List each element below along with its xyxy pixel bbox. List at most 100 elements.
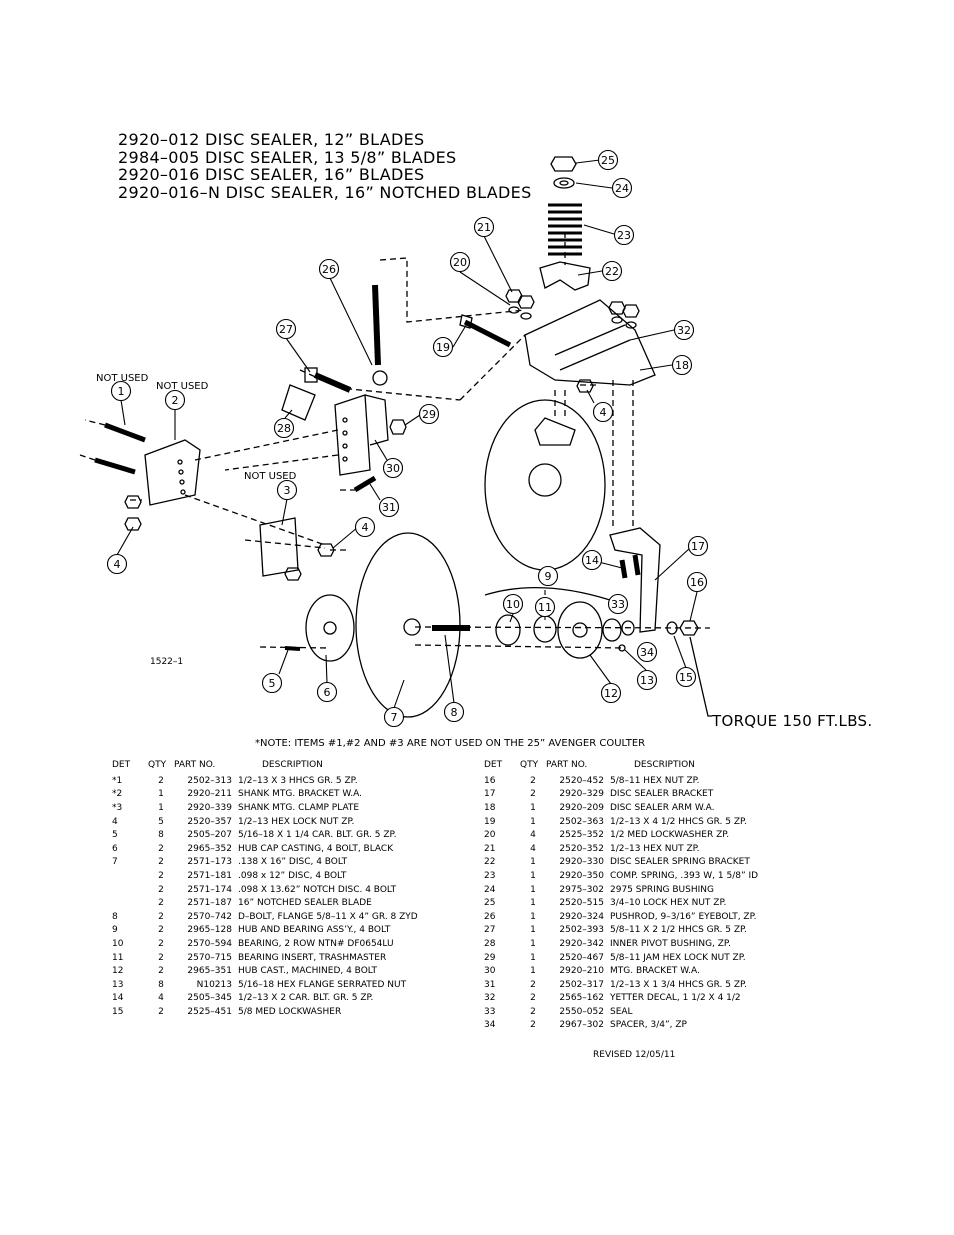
torque-spec: TORQUE 150 FT.LBS. xyxy=(712,712,873,730)
assembly-title: 2920–016–N DISC SEALER, 16” NOTCHED BLAD… xyxy=(118,182,532,202)
cell-description: D–BOLT, FLANGE 5/8–11 X 4” GR. 8 ZYD xyxy=(238,911,418,922)
cell-qty: 1 xyxy=(530,925,536,936)
callout-number: 3 xyxy=(284,484,291,497)
callout-balloon: 12 xyxy=(600,682,622,704)
callout-balloon: 26 xyxy=(318,258,340,280)
cell-qty: 4 xyxy=(530,830,536,841)
cell-part-no: 2520–467 xyxy=(559,952,604,963)
callout-number: 15 xyxy=(679,671,693,684)
cell-description: 1/2–13 HEX LOCK NUT ZP. xyxy=(238,816,355,827)
callout-number: 30 xyxy=(386,462,400,475)
cell-det: 31 xyxy=(484,979,496,990)
callout-number: 32 xyxy=(677,324,691,337)
callout-balloon: 25 xyxy=(597,149,619,171)
hub-casting xyxy=(557,601,603,659)
callout-number: 29 xyxy=(422,408,436,421)
callout-balloon: 17 xyxy=(687,535,709,557)
callout-number: 4 xyxy=(362,521,369,534)
lockwasher xyxy=(666,621,678,635)
cell-description: .138 X 16” DISC, 4 BOLT xyxy=(238,857,348,868)
callout-number: 1 xyxy=(118,385,125,398)
callout-balloon: 4 xyxy=(592,401,614,423)
callout-balloon: 11 xyxy=(534,596,556,618)
cell-description: PUSHROD, 9–3/16” EYEBOLT, ZP. xyxy=(610,911,757,922)
cell-det xyxy=(112,869,148,883)
cell-part-no: 2920–210 xyxy=(559,966,604,977)
cell-det: 28 xyxy=(484,938,496,949)
cell-det: 21 xyxy=(484,843,496,854)
drawing-number: 1522–1 xyxy=(150,657,184,667)
cell-det: 8 xyxy=(112,911,118,922)
header-description: DESCRIPTION xyxy=(262,760,323,770)
callout-number: 33 xyxy=(611,598,625,611)
cell-description: 5/8 MED LOCKWASHER xyxy=(238,1006,342,1017)
callout-balloon: 22 xyxy=(601,260,623,282)
cell-description: MTG. BRACKET W.A. xyxy=(610,966,700,977)
cell-det: 12 xyxy=(112,966,124,977)
cell-part-no: 2965–352 xyxy=(187,843,232,854)
callout-number: 12 xyxy=(604,687,618,700)
assembly-titles: 2920–012 DISC SEALER, 12” BLADES 2984–00… xyxy=(118,131,532,201)
header-description: DESCRIPTION xyxy=(634,760,695,770)
cell-part-no: 2965–351 xyxy=(187,966,232,977)
cell-det: 4 xyxy=(112,816,118,827)
cell-det: 20 xyxy=(484,830,496,841)
cell-part-no: 2920–342 xyxy=(559,938,604,949)
cell-part-no: 2920–324 xyxy=(559,911,604,922)
cell-det: 18 xyxy=(484,802,496,813)
cell-det: 15 xyxy=(112,1006,124,1017)
cell-qty: 2 xyxy=(530,1020,536,1031)
cell-qty: 1 xyxy=(158,789,164,800)
cell-qty: 2 xyxy=(158,952,164,963)
cell-part-no: 2505–345 xyxy=(187,993,232,1004)
cell-qty: 4 xyxy=(530,843,536,854)
cell-qty: 2 xyxy=(158,966,164,977)
cell-part-no: N10213 xyxy=(196,979,232,990)
cell-qty: 1 xyxy=(158,802,164,813)
cell-det: 9 xyxy=(112,925,118,936)
callout-balloon: 15 xyxy=(675,666,697,688)
cell-qty: 1 xyxy=(530,857,536,868)
callout-number: 20 xyxy=(453,256,467,269)
cell-det: 22 xyxy=(484,857,496,868)
cell-det: 7 xyxy=(112,857,118,868)
cell-description: 5/16–18 HEX FLANGE SERRATED NUT xyxy=(238,979,407,990)
cell-description: HUB AND BEARING ASS’Y., 4 BOLT xyxy=(238,925,391,936)
callout-balloon: 30 xyxy=(382,457,404,479)
cell-description: 5/16–18 X 1 1/4 CAR. BLT. GR. 5 ZP. xyxy=(238,830,397,841)
callout-balloon: 27 xyxy=(275,318,297,340)
cell-description: 5/8–11 HEX NUT ZP. xyxy=(610,775,700,786)
cell-det: 19 xyxy=(484,816,496,827)
cell-description: BEARING, 2 ROW NTN# DF0654LU xyxy=(238,938,394,949)
cell-part-no: 2967–302 xyxy=(559,1020,604,1031)
cell-description: 1/2–13 HEX NUT ZP. xyxy=(610,843,700,854)
cell-qty: 8 xyxy=(158,830,164,841)
bearing xyxy=(495,614,521,646)
callout-balloon: 13 xyxy=(636,669,658,691)
cell-det: 23 xyxy=(484,870,496,881)
cell-description: 1/2–13 X 1 3/4 HHCS GR. 5 ZP. xyxy=(610,979,747,990)
cell-qty: 4 xyxy=(158,993,164,1004)
shank-mounting-bracket xyxy=(144,439,201,506)
cell-part-no: 2505–207 xyxy=(187,830,232,841)
not-used-label: NOT USED xyxy=(156,381,209,392)
cell-qty: 2 xyxy=(530,775,536,786)
cell-qty: 1 xyxy=(530,952,536,963)
note-text: *NOTE: ITEMS #1,#2 AND #3 ARE NOT USED O… xyxy=(255,738,646,749)
callout-balloon: 10 xyxy=(502,593,524,615)
callout-balloon: 18 xyxy=(671,354,693,376)
cell-description: 3/4–10 LOCK HEX NUT ZP. xyxy=(610,898,727,909)
callout-balloon: 34 xyxy=(636,641,658,663)
